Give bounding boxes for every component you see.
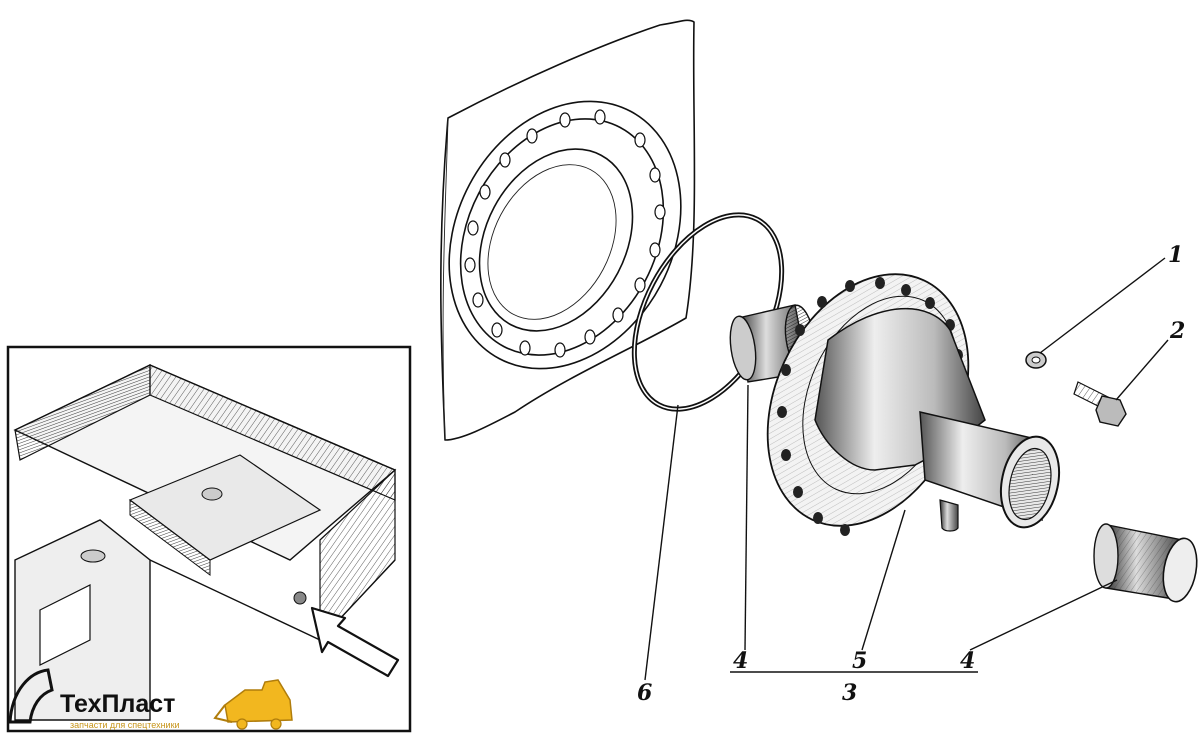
callout-1: 1: [1168, 242, 1183, 268]
washer-part-1: [1025, 351, 1047, 369]
mounting-plate: [440, 19, 696, 441]
plate-bolt-holes: [464, 109, 666, 358]
callout-6: 6: [637, 680, 652, 706]
excavator-icon: [213, 679, 293, 730]
callout-2: 2: [1169, 318, 1185, 344]
callout-4-right: 4: [960, 648, 975, 674]
bolt-part-2: [1073, 381, 1127, 427]
logo-tagline: запчасти для спецтехники: [70, 720, 180, 730]
logo-name: ТехПласт: [60, 690, 175, 718]
sleeve-part-4-left: [729, 304, 816, 383]
sleeve-part-4-right: [1093, 523, 1198, 603]
callout-4-left: 4: [733, 648, 748, 674]
logo-hook-icon: [8, 668, 54, 724]
callout-5: 5: [852, 648, 867, 674]
leader-lines: [644, 257, 1169, 681]
location-arrow-icon: [310, 606, 400, 678]
inset-truck-location-view: [6, 345, 412, 733]
techplast-logo: ТехПласт запчасти для спецтехники: [8, 668, 293, 730]
callout-3: 3: [842, 680, 857, 706]
housing-part-5: [766, 273, 1061, 536]
